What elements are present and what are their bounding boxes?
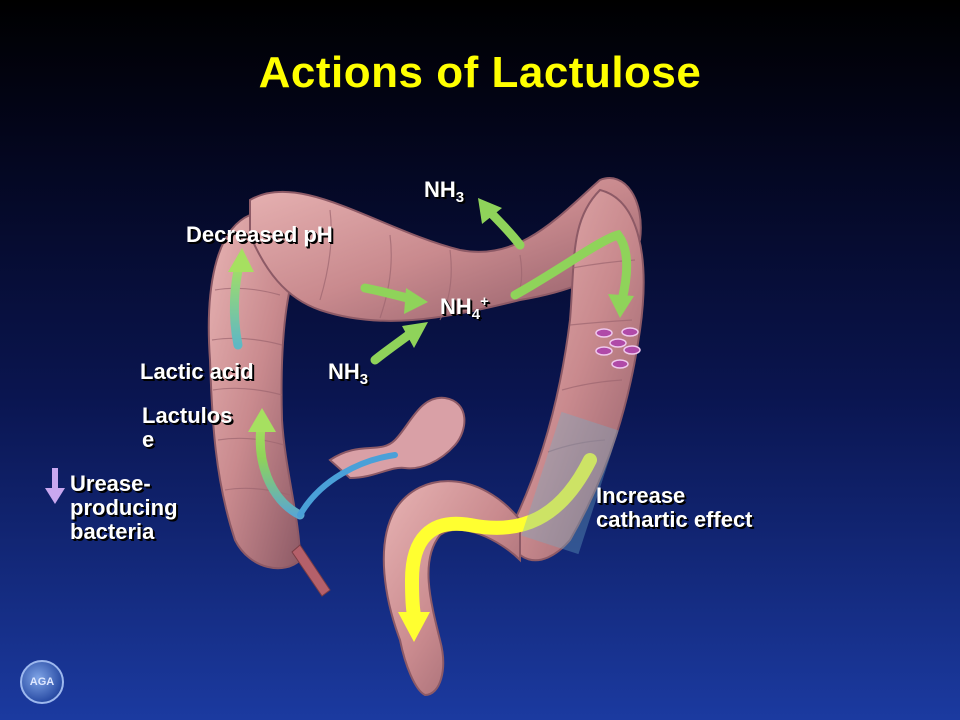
bacterium (621, 327, 639, 337)
nh3-mid-sub: 3 (359, 371, 369, 388)
nh4-base: NH (440, 294, 472, 319)
bacteria-cluster (595, 327, 641, 369)
nh3-top-sub: 3 (455, 189, 465, 206)
sigmoid-colon (382, 480, 521, 697)
arrow-head-nh3-nh4 (402, 322, 428, 348)
bacterium (595, 346, 613, 356)
nh4-sup: + (480, 293, 489, 310)
aga-logo-icon: AGA (20, 660, 64, 704)
small-bowel (328, 396, 466, 480)
arrow-small-bowel-tail (297, 452, 398, 518)
arrow-head-descending (608, 294, 634, 318)
decrease-arrow-icon (45, 488, 65, 504)
descending-colon (508, 188, 645, 562)
arrow-head-lactic (248, 408, 276, 432)
label-decreased-ph: Decreased pH (186, 222, 333, 247)
label-nh3-top: NH3 (424, 178, 464, 210)
label-lactulose: Lactulos e (142, 404, 232, 452)
bacterium (595, 328, 613, 338)
slide-title: Actions of Lactulose (258, 48, 702, 97)
arrow-cathartic (404, 453, 597, 622)
nh3-mid-base: NH (328, 359, 360, 384)
urease-line2: producing (70, 495, 178, 520)
arrow-head-nh3-top (478, 198, 502, 224)
label-cathartic: Increase cathartic effect (596, 484, 753, 532)
arrow-head-nh4 (404, 288, 428, 314)
lactulose-line1: Lactulos (142, 403, 233, 428)
cathartic-line2: cathartic effect (596, 507, 753, 532)
cathartic-glow (521, 411, 619, 555)
label-nh4: NH4+ (440, 290, 489, 327)
arrow-head-ph (228, 248, 254, 272)
arrow-lactulose-to-lactic (255, 415, 305, 520)
bacterium (623, 345, 641, 355)
nh4-sub: 4 (471, 306, 481, 323)
lactulose-line2: e (142, 427, 155, 452)
urease-line1: Urease- (70, 471, 151, 496)
colon (207, 177, 645, 697)
urease-line3: bacteria (70, 519, 155, 544)
bacterium (609, 338, 627, 348)
bacterium (611, 359, 629, 369)
nh3-top-base: NH (424, 177, 456, 202)
cathartic-line1: Increase (596, 483, 686, 508)
logo-text: AGA (29, 676, 55, 688)
appendix (291, 544, 331, 597)
label-urease-bacteria: Urease- producing bacteria (70, 472, 178, 544)
arrow-head-cathartic (398, 612, 430, 642)
arrow-to-descending (510, 229, 632, 305)
label-nh3-mid: NH3 (328, 360, 368, 392)
label-lactic-acid: Lactic acid (140, 359, 254, 384)
